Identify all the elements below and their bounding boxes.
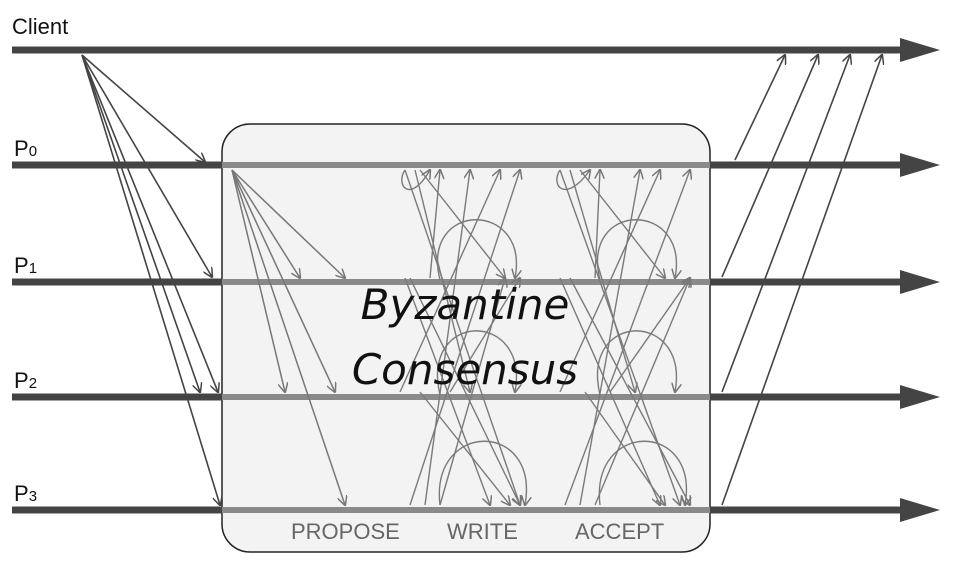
label-p0-letter: P xyxy=(14,136,29,161)
timeline-p2-arrowhead xyxy=(900,385,940,409)
box-title-line2: Consensus xyxy=(351,345,579,394)
phase-write: WRITE xyxy=(447,519,518,544)
phase-accept: ACCEPT xyxy=(575,519,665,544)
reply-from-p0 xyxy=(734,55,785,161)
label-p1: P1 xyxy=(14,253,37,279)
label-p3-sub: 3 xyxy=(28,488,38,505)
label-p2-letter: P xyxy=(14,368,29,393)
timeline-p1-arrowhead xyxy=(900,270,940,294)
timeline-p0-arrowhead xyxy=(900,153,940,177)
label-p3: P3 xyxy=(14,481,37,507)
timeline-p3-arrowhead xyxy=(900,498,940,522)
label-p2-sub: 2 xyxy=(28,375,38,392)
request-to-p2 xyxy=(81,54,218,392)
request-to-p0 xyxy=(81,54,205,162)
write-arrows xyxy=(399,170,526,505)
request-to-p2b xyxy=(81,54,200,392)
label-p1-sub: 1 xyxy=(28,260,38,277)
label-p3-letter: P xyxy=(14,481,29,506)
client-request-arrows xyxy=(81,54,220,505)
accept-arrows xyxy=(556,170,690,505)
phase-propose: PROPOSE xyxy=(291,519,400,544)
label-client: Client xyxy=(12,14,69,39)
reply-from-p1 xyxy=(721,55,818,278)
timelines-inner xyxy=(222,162,710,513)
label-p0: P0 xyxy=(14,136,37,162)
propose-arrows xyxy=(231,169,345,505)
request-to-p3 xyxy=(81,54,220,505)
label-p2: P2 xyxy=(14,368,37,394)
request-to-p1 xyxy=(81,54,212,277)
timeline-client-arrowhead xyxy=(900,38,940,62)
label-p0-sub: 0 xyxy=(28,143,38,160)
reply-arrows xyxy=(721,55,882,506)
timelines xyxy=(12,38,940,522)
label-p1-letter: P xyxy=(14,253,29,278)
box-title-line1: Byzantine xyxy=(360,280,570,329)
reply-from-p2 xyxy=(721,55,850,393)
reply-from-p3 xyxy=(721,55,882,506)
